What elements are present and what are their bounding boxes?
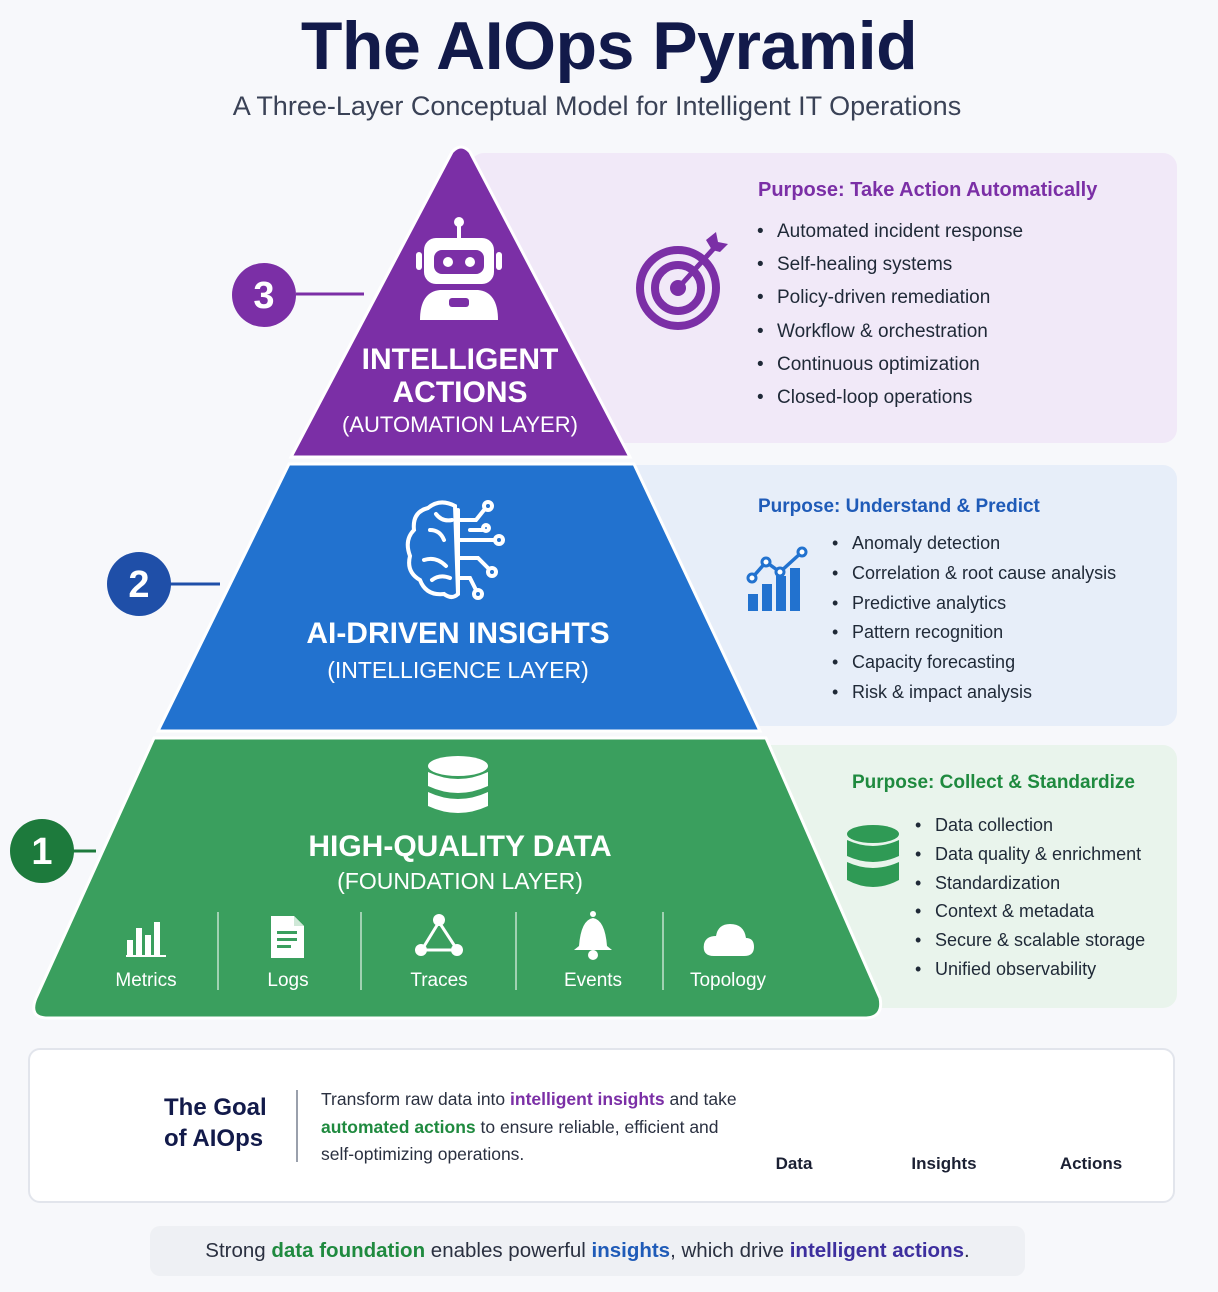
layer-3-badge [232,263,296,327]
layer-3-bullet-list: Automated incident response Self-healing… [757,215,1157,414]
goal-title: The Goal of AIOps [164,1092,284,1154]
footer-text-part: . [964,1239,970,1262]
layer-2-title: AI-DRIVEN INSIGHTS [306,617,610,650]
flow-actions-label: Actions [1059,1154,1123,1173]
footer-highlight-insights: insights [591,1239,671,1262]
list-item: Policy-driven remediation [757,281,1157,314]
list-item: Data quality & enrichment [915,840,1170,869]
brain-circuit-icon [405,500,505,600]
layer-1-purpose: Purpose: Collect & Standardize [852,772,1135,793]
page-subtitle: A Three-Layer Conceptual Model for Intel… [232,91,962,121]
layer-3-title-line2: ACTIONS [392,376,528,409]
layer-1-bullet-list: Data collection Data quality & enrichmen… [915,811,1170,984]
layer-2-bullet-list: Anomaly detection Correlation & root cau… [832,529,1162,708]
list-item: Data collection [915,811,1170,840]
layer-2-purpose: Purpose: Understand & Predict [758,496,1040,517]
bell-icon [574,911,612,960]
layer-2-subtitle: (INTELLIGENCE LAYER) [327,657,589,683]
goal-title-line2: of AIOps [164,1125,264,1152]
layer-1-title: HIGH-QUALITY DATA [308,830,612,863]
list-item: Context & metadata [915,897,1170,926]
footer-text-part: , which drive [670,1239,790,1262]
database-icon [847,825,899,887]
goal-box [28,1048,1175,1203]
layer-2-number: 2 [128,564,149,606]
list-item: Pattern recognition [832,618,1162,648]
category-logs-label: Logs [267,970,309,991]
list-item: Workflow & orchestration [757,315,1157,348]
layer-3-subtitle: (AUTOMATION LAYER) [342,412,578,437]
category-events-label: Events [563,970,623,991]
list-item: Standardization [915,869,1170,898]
trend-chart-icon [746,546,808,611]
goal-text-part: Transform raw data into [321,1089,511,1109]
database-icon [428,756,488,813]
page-title: The AIOps Pyramid [300,8,918,84]
category-traces-label: Traces [410,970,468,991]
intelligence-layer-shape [155,462,763,733]
list-item: Unified observability [915,955,1170,984]
footer-bar [150,1226,1025,1276]
category-topology-label: Topology [689,970,767,991]
bar-chart-icon [126,922,166,957]
footer-statement: Strong data foundation enables powerful … [150,1236,1025,1266]
layer-1-number: 1 [31,831,52,873]
list-item: Closed-loop operations [757,381,1157,414]
flow-data-label: Data [775,1154,813,1173]
list-item: Risk & impact analysis [832,678,1162,708]
list-item: Continuous optimization [757,348,1157,381]
layer-3-title-line1: INTELLIGENT [361,343,559,376]
footer-text-part: Strong [205,1239,272,1262]
category-metrics-label: Metrics [115,970,177,991]
goal-highlight-actions: automated actions [321,1116,476,1137]
layer-1-subtitle: (FOUNDATION LAYER) [337,868,583,894]
network-nodes-icon [415,914,463,956]
footer-text-part: enables powerful [425,1239,592,1262]
flow-insights-label: Insights [911,1154,977,1173]
goal-text-part: to ensure reliable, efficient and self-o… [321,1116,719,1165]
layer-3-number: 3 [253,275,274,317]
goal-highlight-insights: intelligent insights [510,1089,665,1109]
list-item: Capacity forecasting [832,648,1162,678]
robot-icon [416,217,502,320]
layer-3-purpose: Purpose: Take Action Automatically [758,179,1098,201]
cloud-icon [703,924,754,956]
goal-text-part: and take [664,1089,737,1109]
footer-highlight-data: data foundation [271,1239,426,1262]
footer-highlight-actions: intelligent actions [789,1239,965,1262]
list-item: Self-healing systems [757,248,1157,281]
list-item: Automated incident response [757,215,1157,248]
goal-divider [296,1090,298,1162]
list-item: Correlation & root cause analysis [832,559,1162,589]
goal-title-line1: The Goal [164,1094,267,1121]
list-item: Anomaly detection [832,529,1162,559]
list-item: Predictive analytics [832,589,1162,619]
target-icon [636,232,728,330]
document-icon [271,916,304,958]
list-item: Secure & scalable storage [915,926,1170,955]
layer-2-badge [107,552,171,616]
goal-description: Transform raw data into intelligent insi… [321,1086,751,1169]
layer-1-badge [10,819,74,883]
foundation-layer-shape [32,736,883,1020]
